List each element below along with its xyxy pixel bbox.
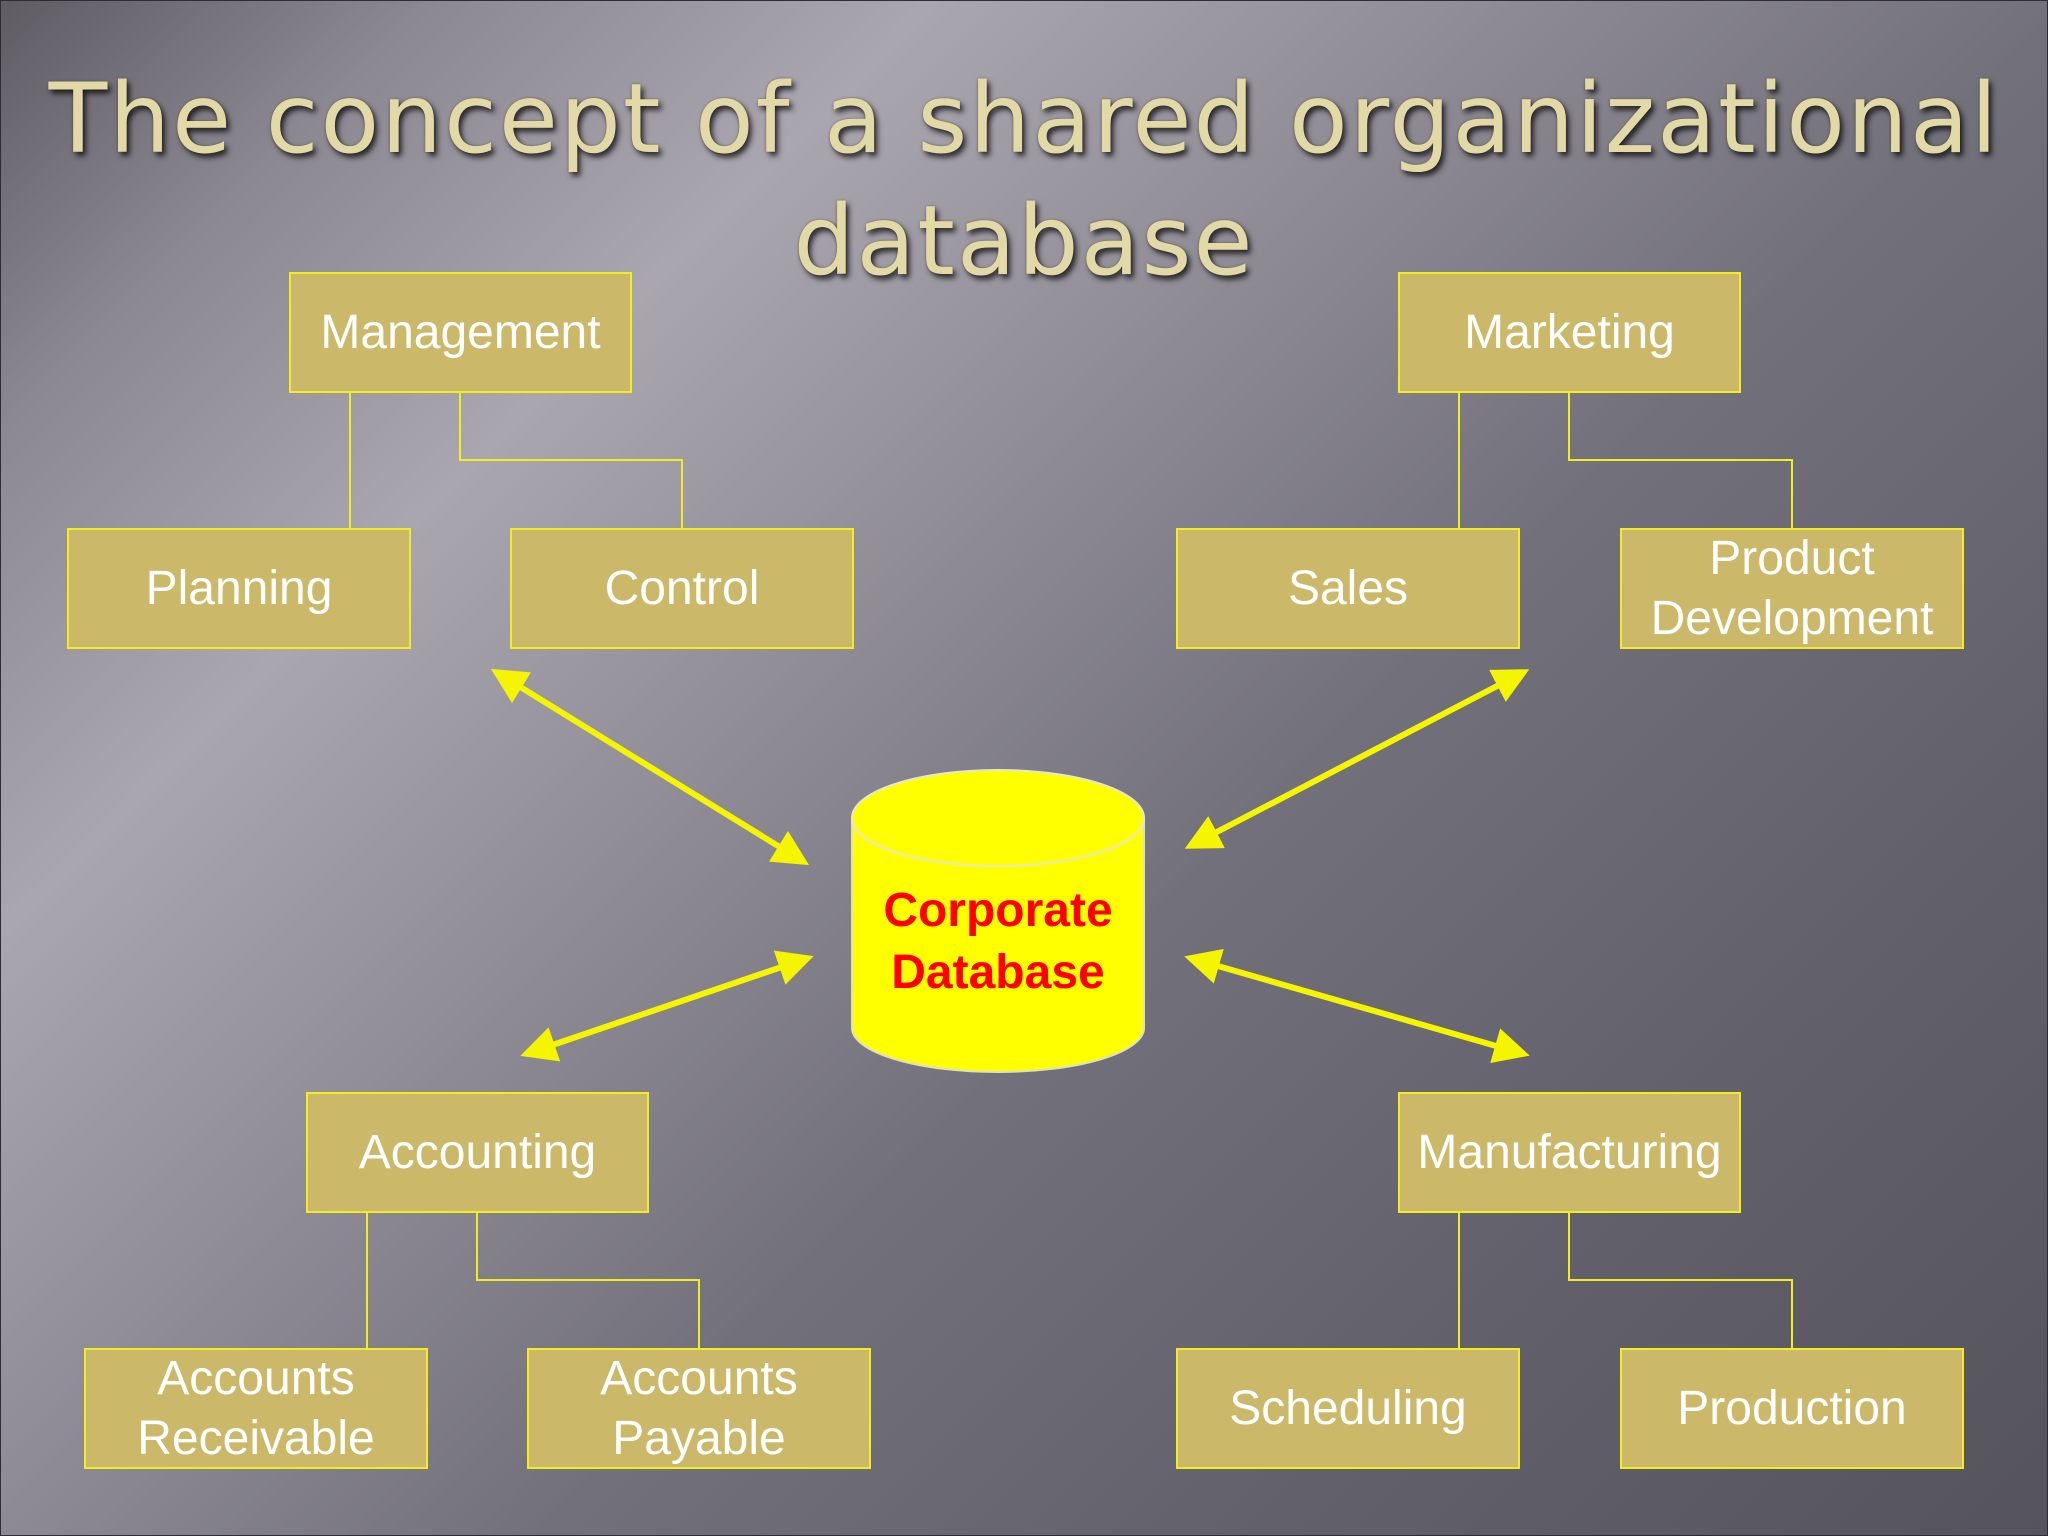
- scheduling-box: Scheduling: [1176, 1348, 1520, 1469]
- accounting-box: Accounting: [306, 1092, 649, 1213]
- accounting-connectors: [366, 1212, 700, 1348]
- connector-accounting-payable: [476, 1212, 700, 1348]
- arrow-accounting-database: [520, 950, 814, 1062]
- database-arrows: [490, 668, 1530, 1064]
- manufacturing-connectors: [1458, 1212, 1793, 1348]
- database-body: [851, 817, 1145, 1073]
- arrow-management-database: [490, 668, 810, 866]
- database-cylinder: [851, 769, 1145, 1073]
- connector-management-control: [459, 392, 683, 528]
- slide-title: The concept of a shared organizational d…: [48, 63, 2000, 297]
- accounts-payable-box: Accounts Payable: [527, 1348, 871, 1469]
- arrow-manufacturing-database: [1184, 948, 1530, 1064]
- accounts-receivable-box: Accounts Receivable: [84, 1348, 428, 1469]
- management-box: Management: [289, 272, 632, 393]
- production-box: Production: [1620, 1348, 1964, 1469]
- database-top: [851, 769, 1145, 867]
- product-development-box: Product Development: [1620, 528, 1964, 649]
- arrow-marketing-database: [1184, 669, 1530, 849]
- marketing-connectors: [1458, 392, 1793, 528]
- control-box: Control: [510, 528, 854, 649]
- sales-box: Sales: [1176, 528, 1520, 649]
- management-connectors: [349, 392, 683, 528]
- connector-manufacturing-production: [1568, 1212, 1793, 1348]
- database-label: Corporate Database: [883, 884, 1113, 999]
- marketing-box: Marketing: [1398, 272, 1741, 393]
- connector-marketing-product-development: [1568, 392, 1793, 528]
- planning-box: Planning: [67, 528, 411, 649]
- manufacturing-box: Manufacturing: [1398, 1092, 1741, 1213]
